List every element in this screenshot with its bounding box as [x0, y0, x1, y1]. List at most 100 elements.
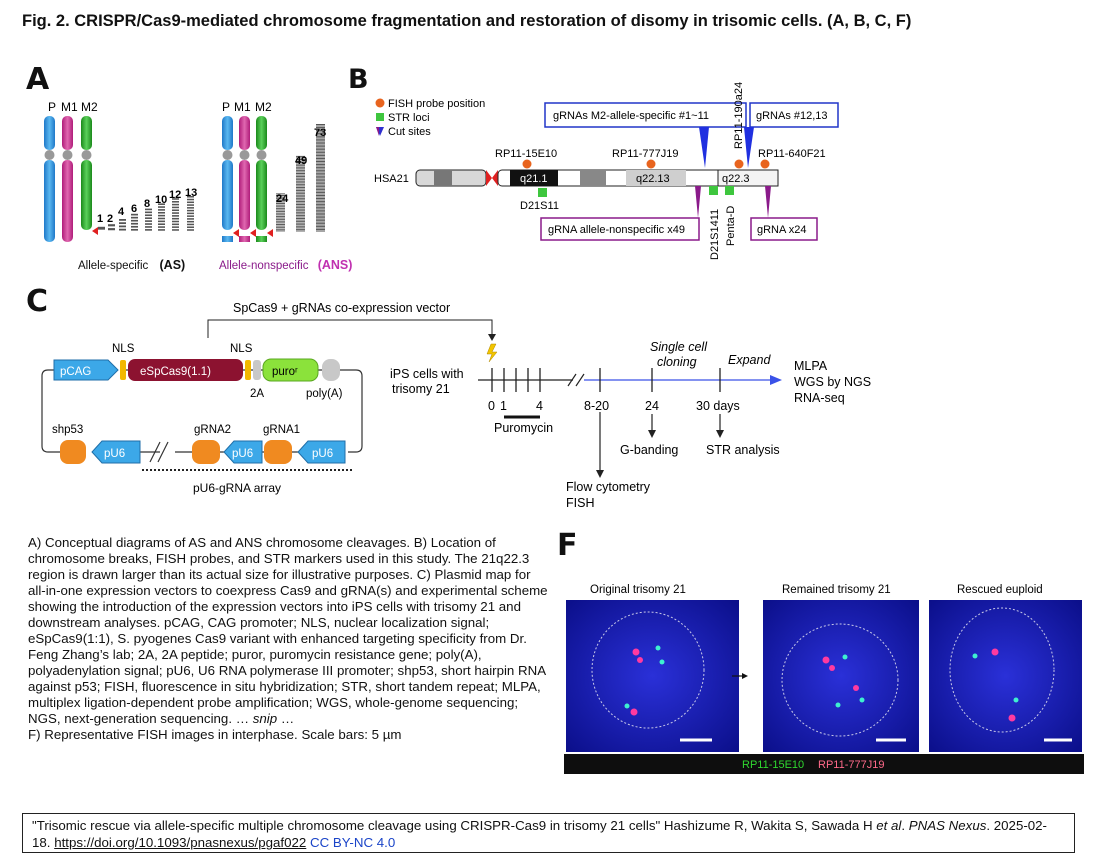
below-fish: FISH [566, 496, 594, 510]
band-q22-13: q22.13 [636, 173, 670, 185]
chromosome-fragment [316, 208, 325, 210]
chromosome-fragment [296, 188, 305, 190]
output-wgs: WGS by NGS [794, 375, 871, 389]
chromosome-fragment [316, 124, 325, 125]
chromosome-fragment [296, 171, 305, 173]
chromosome-fragment [316, 168, 325, 170]
chromosome-fragment [316, 169, 325, 171]
ans-label: Allele-nonspecific [219, 260, 309, 272]
license-link[interactable]: CC BY-NC 4.0 [310, 835, 396, 850]
chromosome-fragment [316, 200, 325, 202]
chromosome-fragment [276, 222, 285, 224]
chromosome-fragment [158, 211, 165, 214]
puromycin-label: Puromycin [494, 421, 553, 435]
str-penta-d: Penta-D [725, 206, 737, 246]
chromosome-fragment [187, 215, 194, 217]
str-legend-icon [376, 113, 384, 121]
figure-title: Fig. 2. CRISPR/Cas9-mediated chromosome … [22, 12, 912, 30]
chromosome-fragment [296, 174, 305, 176]
chromosome-fragment [296, 199, 305, 201]
below-str-analysis: STR analysis [706, 443, 780, 457]
chromosome-fragment [276, 196, 285, 198]
panel-f: Original trisomy 21 Remained trisomy 21 … [564, 584, 1084, 774]
output-rnaseq: RNA-seq [794, 391, 845, 405]
fish-legend-red: RP11-777J19 [818, 759, 884, 771]
chromosome-fragment [316, 230, 325, 232]
chromosome-fragment [316, 218, 325, 220]
fish-probe-legend-icon [375, 98, 385, 108]
caption-ellipsis: … [277, 711, 295, 726]
chromosome-fragment [316, 126, 325, 128]
ans-fragment-stacks [276, 124, 325, 232]
chromosome-fragment [296, 221, 305, 223]
chromosome-fragment [172, 217, 179, 220]
chromosome-fragment [316, 192, 325, 194]
chromosome-fragment [158, 217, 165, 220]
chromosome-fragment [316, 140, 325, 142]
chromosome-fragment [316, 202, 325, 204]
fish-image-original [566, 600, 739, 752]
chromosome-fragment [187, 218, 194, 220]
ans-caption: Allele-nonspecific (ANS) [219, 258, 352, 272]
chromosome-fragment [296, 207, 305, 209]
chromosome-fragment [158, 226, 165, 228]
panel-f-letter: F [557, 528, 578, 563]
chromosome-fragment [316, 155, 325, 157]
chromosome-fragment [296, 186, 305, 188]
chromosome-fragment [296, 196, 305, 198]
as-count-labels: 1 2 4 6 8 10 12 13 [97, 187, 197, 225]
chromosome-fragment [172, 229, 179, 231]
chromosome-fragment [296, 225, 305, 227]
grna-box-m2-specific: gRNAs M2-allele-specific #1~11 [553, 110, 709, 122]
as-count: 1 [97, 213, 103, 225]
chromosome-fragment [276, 223, 285, 225]
chromosome-fragment [187, 226, 194, 228]
chromosome-fragment [276, 225, 285, 227]
str-d21s11: D21S11 [520, 200, 559, 212]
chromosome-fragment [145, 220, 152, 222]
tick-4: 4 [536, 399, 543, 413]
single-cell-line1: Single cell [650, 340, 708, 354]
as-label: Allele-specific [78, 260, 149, 272]
ans-label-m2: M2 [255, 100, 272, 114]
chromosome-fragment [276, 199, 285, 201]
legend-str: STR loci [388, 112, 430, 124]
chromosome-fragment [316, 174, 325, 176]
chromosome-fragment [187, 198, 194, 201]
doi-link[interactable]: https://doi.org/10.1093/pnasnexus/pgaf02… [54, 835, 307, 850]
chromosome-fragment [158, 220, 165, 223]
chromosome-fragment [316, 156, 325, 158]
citation-etal: et al [876, 818, 902, 833]
element-nls-1: NLS [112, 343, 135, 355]
chromosome-fragment [316, 147, 325, 149]
chromosome-fragment [316, 146, 325, 148]
chromosome-fragment [296, 165, 305, 167]
chromosome-fragment [296, 179, 305, 181]
tick-1: 1 [500, 399, 507, 413]
chromosome-fragment [316, 190, 325, 192]
chromosome-fragment [316, 138, 325, 140]
chromosome-fragment [316, 178, 325, 180]
fish-image-remained [763, 600, 919, 752]
ans-count: 49 [295, 155, 307, 167]
tick-8-20: 8-20 [584, 399, 609, 413]
chromosome-fragment [187, 201, 194, 204]
chromosome-fragment [296, 210, 305, 212]
band-q21-1: q21.1 [520, 173, 548, 185]
chromosome-fragment [296, 219, 305, 221]
chromosome-fragment [187, 220, 194, 223]
panel-c-letter: C [26, 284, 49, 319]
chromosome-fragment [145, 229, 152, 231]
chromosome-fragment [172, 220, 179, 223]
chromosome-fragment [316, 162, 325, 164]
panel-a-letter: A [26, 62, 50, 97]
chromosome-fragment [296, 193, 305, 195]
chromosome-fragment [131, 222, 138, 225]
element-pu6-1: pU6 [104, 448, 125, 460]
chromosome-fragment [276, 207, 285, 209]
chromosome-fragment [187, 196, 194, 198]
chromosome-fragment [316, 203, 325, 205]
panel-b: FISH probe position STR loci Cut sites g… [374, 82, 839, 260]
output-mlpa: MLPA [794, 359, 828, 373]
below-flow-cytometry: Flow cytometry [566, 480, 651, 494]
